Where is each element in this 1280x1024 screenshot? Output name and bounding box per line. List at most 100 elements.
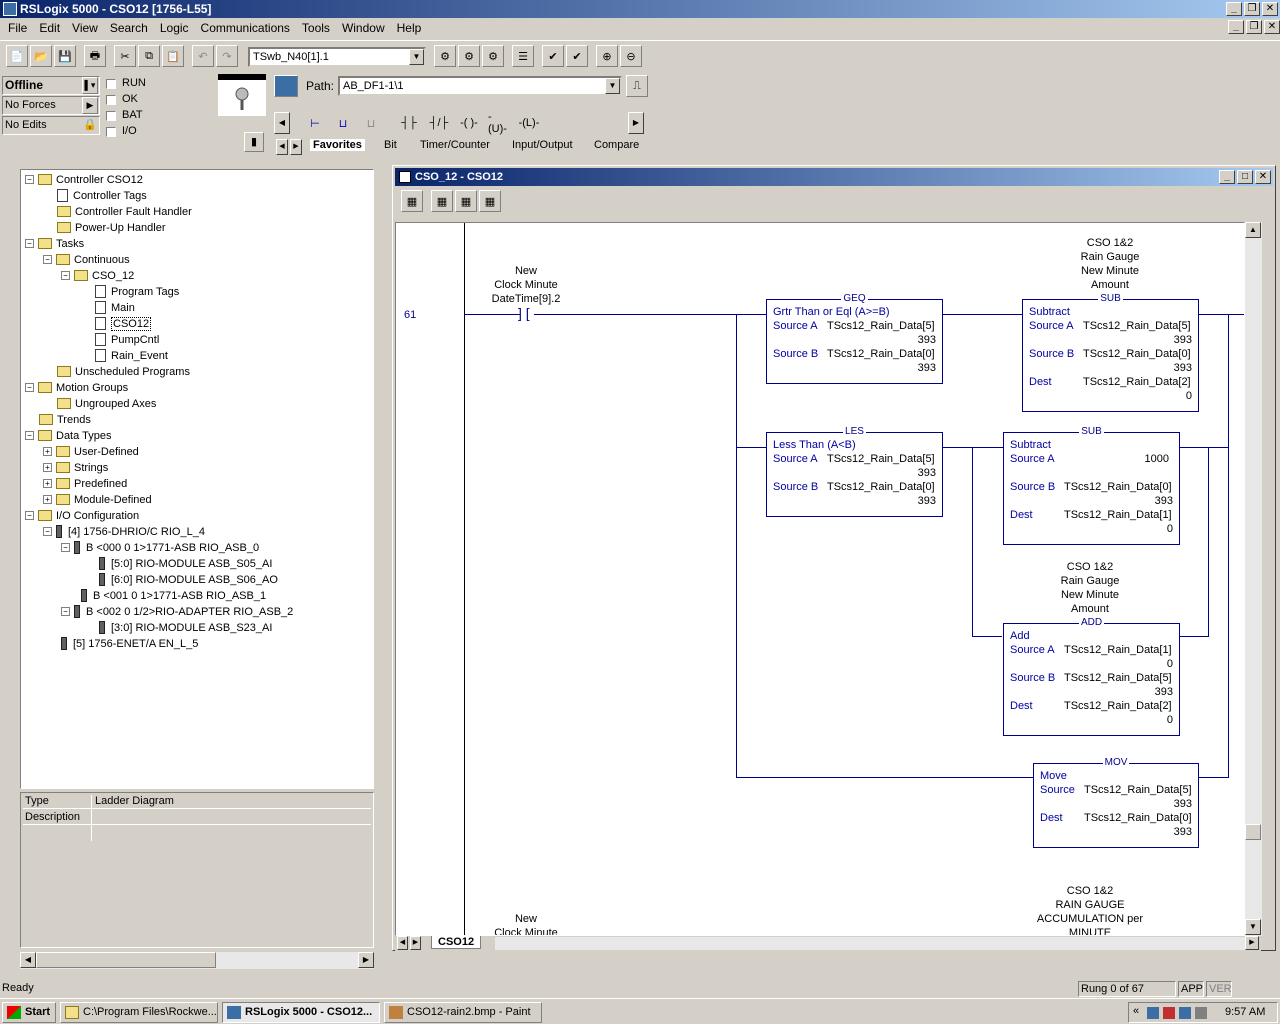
cross-reference-icon[interactable]: ⚙ bbox=[458, 45, 480, 67]
tree-predefined[interactable]: +Predefined bbox=[43, 476, 127, 492]
tree-program-cso12[interactable]: −CSO_12 bbox=[61, 268, 134, 284]
tray-expand-icon[interactable]: « bbox=[1133, 1005, 1140, 1017]
tree-module-enet[interactable]: [5] 1756-ENET/A EN_L_5 bbox=[61, 636, 198, 652]
tab-bit[interactable]: Bit bbox=[384, 139, 397, 151]
scroll-up-icon[interactable]: ▲ bbox=[1245, 222, 1261, 238]
tab-compare[interactable]: Compare bbox=[594, 139, 640, 151]
routine-minimize-button[interactable]: _ bbox=[1219, 170, 1235, 184]
les-block[interactable]: LES Less Than (A<B) Source A TScs12_Rain… bbox=[766, 426, 943, 517]
tree-rio-module-s23[interactable]: [3:0] RIO-MODULE ASB_S23_AI bbox=[99, 620, 272, 636]
tab-favorites[interactable]: Favorites bbox=[310, 139, 365, 151]
tree-ungrouped-axes[interactable]: Ungrouped Axes bbox=[57, 396, 156, 412]
tab-timer-counter[interactable]: Timer/Counter bbox=[420, 139, 490, 151]
vscroll-thumb[interactable] bbox=[1245, 824, 1261, 840]
tag-search-combo[interactable]: TSwb_N40[1].1 ▼ bbox=[248, 47, 426, 67]
chevron-down-icon[interactable]: ▼ bbox=[605, 78, 620, 94]
add-branch-level-icon[interactable]: ⊔ bbox=[360, 112, 382, 134]
menu-window[interactable]: Window bbox=[341, 21, 385, 35]
palette-scroll-left[interactable]: ◀ bbox=[274, 112, 290, 134]
add-branch-icon[interactable]: ⊔ bbox=[332, 112, 354, 134]
connection-tray-icon[interactable] bbox=[1179, 1007, 1191, 1019]
cut-icon[interactable]: ✂ bbox=[114, 45, 136, 67]
scroll-down-icon[interactable]: ▼ bbox=[1245, 919, 1261, 935]
tree-io-configuration[interactable]: −I/O Configuration bbox=[25, 508, 139, 524]
copy-icon[interactable]: ⧉ bbox=[138, 45, 160, 67]
otu-icon[interactable]: -(U)- bbox=[488, 111, 510, 135]
xic-icon[interactable]: ┤├ bbox=[398, 112, 420, 134]
network-icon[interactable] bbox=[274, 75, 298, 97]
tree-routine-main[interactable]: Main bbox=[95, 300, 135, 316]
tree-tasks[interactable]: −Tasks bbox=[25, 236, 84, 252]
undo-icon[interactable]: ↶ bbox=[192, 45, 214, 67]
tree-routine-rain-event[interactable]: Rain_Event bbox=[95, 348, 168, 364]
sub1-srca-tag[interactable]: TScs12_Rain_Data[5] bbox=[1083, 320, 1191, 332]
tree-routine-cso12[interactable]: CSO12 bbox=[95, 316, 152, 332]
tab-scroll-left-icon[interactable]: ◀ bbox=[397, 936, 408, 950]
les-srca-tag[interactable]: TScs12_Rain_Data[5] bbox=[827, 453, 935, 465]
menu-logic[interactable]: Logic bbox=[159, 21, 189, 35]
verify-controller-icon[interactable]: ✔ bbox=[566, 45, 588, 67]
tree-user-defined[interactable]: +User-Defined bbox=[43, 444, 139, 460]
tree-trends[interactable]: Trends bbox=[39, 412, 91, 428]
menu-tools[interactable]: Tools bbox=[301, 21, 330, 35]
mov-src-tag[interactable]: TScs12_Rain_Data[5] bbox=[1084, 784, 1192, 796]
add-block[interactable]: ADD Add Source A TScs12_Rain_Data[1] 0 S… bbox=[1003, 617, 1180, 736]
zoom-in-icon[interactable]: ⊕ bbox=[596, 45, 618, 67]
tree-controller[interactable]: −Controller CSO12 bbox=[25, 172, 143, 188]
sub2-block[interactable]: SUB Subtract Source A 1000 Source B TScs… bbox=[1003, 426, 1180, 545]
forces-dropdown-icon[interactable]: ▶ bbox=[82, 97, 98, 114]
sub1-block[interactable]: SUB Subtract Source A TScs12_Rain_Data[5… bbox=[1022, 293, 1199, 412]
routine-maximize-button[interactable]: □ bbox=[1237, 170, 1253, 184]
tree-module-defined[interactable]: +Module-Defined bbox=[43, 492, 152, 508]
ladder-toolbar-props-icon[interactable]: ▦ bbox=[401, 190, 423, 212]
tree-module-dhrio[interactable]: −[4] 1756-DHRIO/C RIO_L_4 bbox=[43, 524, 205, 540]
menu-file[interactable]: File bbox=[8, 21, 28, 35]
browse-logic-icon[interactable]: ⚙ bbox=[434, 45, 456, 67]
sub1-srcb-tag[interactable]: TScs12_Rain_Data[0] bbox=[1083, 348, 1191, 360]
sub2-dest-tag[interactable]: TScs12_Rain_Data[1] bbox=[1064, 509, 1172, 521]
menu-help[interactable]: Help bbox=[396, 21, 422, 35]
otl-icon[interactable]: -(L)- bbox=[518, 112, 540, 134]
xio-icon[interactable]: ┤/├ bbox=[428, 112, 450, 134]
tree-rio-module-s06[interactable]: [6:0] RIO-MODULE ASB_S06_AO bbox=[99, 572, 278, 588]
tree-hscrollbar[interactable]: ◀ ▶ bbox=[20, 952, 374, 969]
tree-rio-asb1[interactable]: B <001 0 1>1771-ASB RIO_ASB_1 bbox=[81, 588, 266, 604]
geq-srcb-tag[interactable]: TScs12_Rain_Data[0] bbox=[827, 348, 935, 360]
tree-rio-module-s05[interactable]: [5:0] RIO-MODULE ASB_S05_AI bbox=[99, 556, 272, 572]
mov-dest-tag[interactable]: TScs12_Rain_Data[0] bbox=[1084, 812, 1192, 824]
task-paint[interactable]: CSO12-rain2.bmp - Paint bbox=[384, 1002, 542, 1023]
task-rslogix[interactable]: RSLogix 5000 - CSO12... bbox=[222, 1002, 380, 1023]
sub2-srcb-tag[interactable]: TScs12_Rain_Data[0] bbox=[1064, 481, 1172, 493]
save-icon[interactable]: 💾 bbox=[54, 45, 76, 67]
mdi-minimize-button[interactable]: _ bbox=[1228, 20, 1244, 34]
tree-program-tags[interactable]: Program Tags bbox=[95, 284, 179, 300]
clock[interactable]: 9:57 AM bbox=[1225, 1006, 1266, 1018]
ladder-toolbar-xref-icon[interactable]: ▦ bbox=[455, 190, 477, 212]
xic-contact[interactable]: ] [ bbox=[518, 305, 530, 321]
tree-powerup-handler[interactable]: Power-Up Handler bbox=[57, 220, 165, 236]
rung-number[interactable]: 61 bbox=[404, 309, 417, 321]
new-file-icon[interactable]: 📄 bbox=[6, 45, 28, 67]
close-button[interactable]: ✕ bbox=[1262, 2, 1278, 16]
ote-icon[interactable]: -( )- bbox=[458, 112, 480, 134]
printer-tray-icon[interactable] bbox=[1195, 1007, 1207, 1019]
les-srcb-tag[interactable]: TScs12_Rain_Data[0] bbox=[827, 481, 935, 493]
tab-scroll-right-icon[interactable]: ▶ bbox=[410, 936, 421, 950]
menu-edit[interactable]: Edit bbox=[39, 21, 61, 35]
tree-continuous[interactable]: −Continuous bbox=[43, 252, 130, 268]
ladder-toolbar-goto-icon[interactable]: ▦ bbox=[479, 190, 501, 212]
scroll-right-icon[interactable]: ▶ bbox=[358, 952, 374, 968]
paste-icon[interactable]: 📋 bbox=[162, 45, 184, 67]
scroll-left-icon[interactable]: ◀ bbox=[20, 952, 36, 968]
tree-strings[interactable]: +Strings bbox=[43, 460, 108, 476]
palette-scroll-right[interactable]: ▶ bbox=[628, 112, 644, 134]
ladder-diagram[interactable]: 61 New Clock Minute DateTime[9].2 ] [ GE… bbox=[395, 222, 1245, 936]
zoom-out-icon[interactable]: ⊖ bbox=[620, 45, 642, 67]
geq-block[interactable]: GEQ Grtr Than or Eql (A>=B) Source A TSc… bbox=[766, 293, 943, 384]
tree-rio-asb2[interactable]: −B <002 0 1/2>RIO-ADAPTER RIO_ASB_2 bbox=[61, 604, 293, 620]
ladder-hscrollbar[interactable] bbox=[495, 937, 1245, 950]
chevron-down-icon[interactable]: ▼ bbox=[409, 49, 424, 65]
tree-rio-asb0[interactable]: −B <000 0 1>1771-ASB RIO_ASB_0 bbox=[61, 540, 259, 556]
add-srca-tag[interactable]: TScs12_Rain_Data[1] bbox=[1064, 644, 1172, 656]
contact-tag[interactable]: DateTime[9].2 bbox=[491, 293, 561, 305]
